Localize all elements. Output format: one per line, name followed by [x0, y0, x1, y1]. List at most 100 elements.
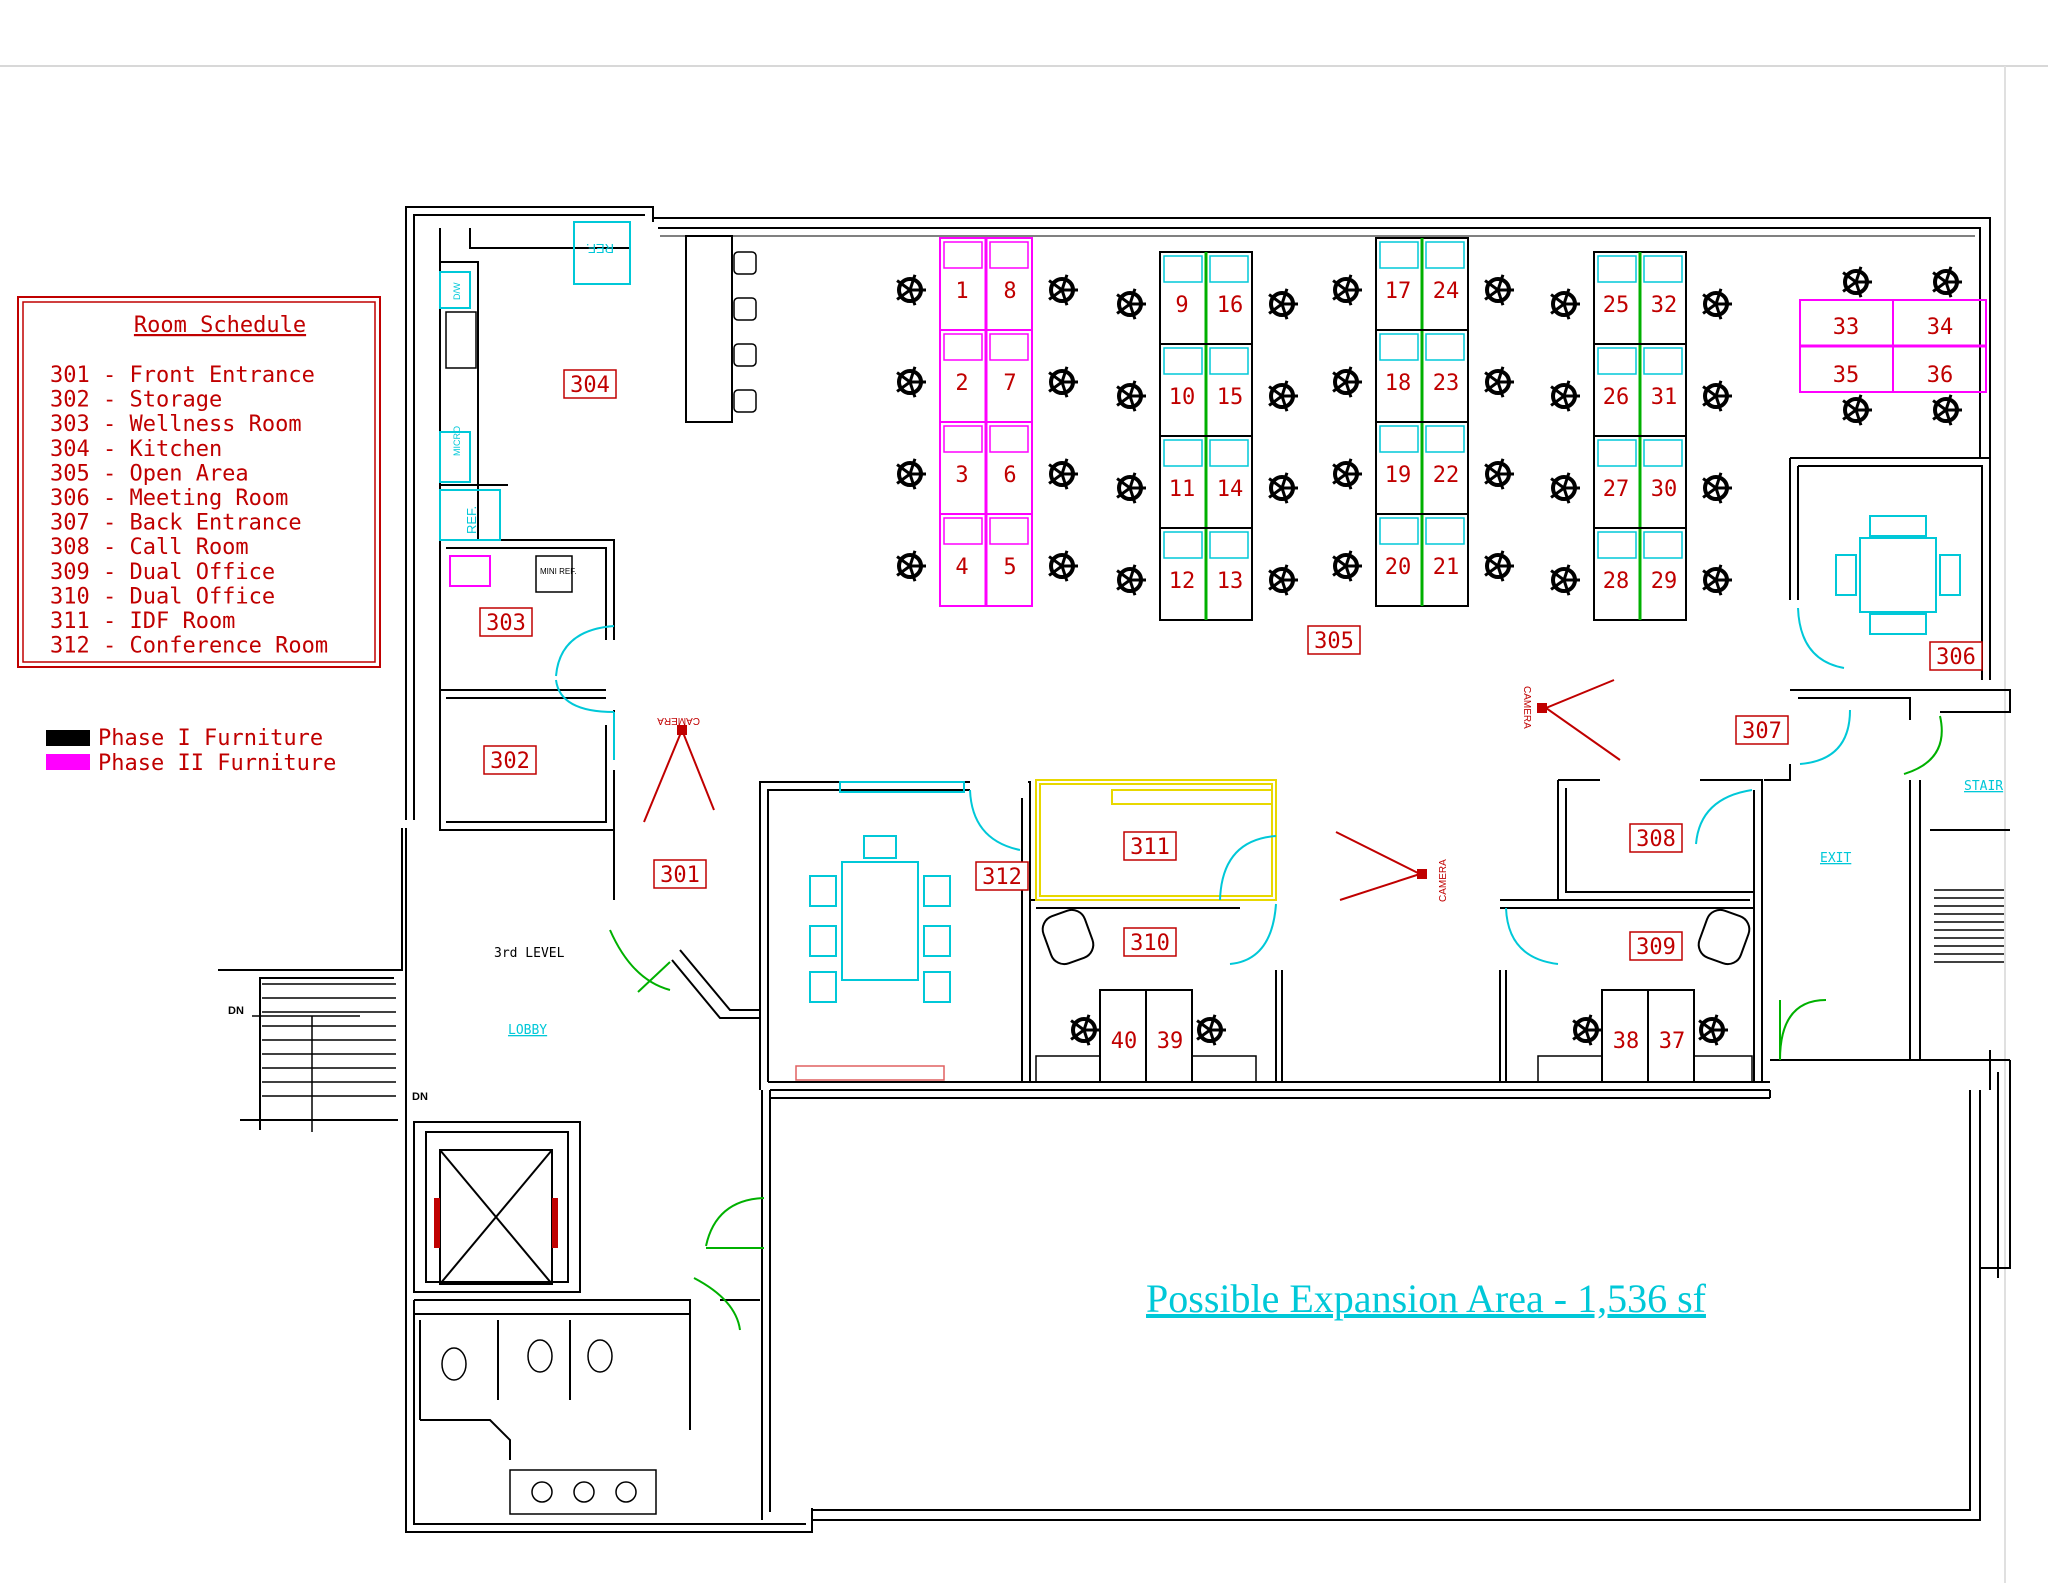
sink-1 [531, 1481, 553, 1503]
room-number: 304 [570, 373, 610, 398]
room-label-301: 301 [653, 859, 707, 889]
expansion-area-label: Possible Expansion Area - 1,536 sf [1146, 1276, 1707, 1321]
room-label-303: 303 [479, 607, 533, 637]
level-label: 3rd LEVEL [494, 946, 565, 961]
toilet-2 [527, 1339, 553, 1373]
camera-label-center: CAMERA [1438, 859, 1449, 902]
task-chair [1484, 274, 1514, 306]
door-307 [1799, 709, 1851, 765]
task-chairs [896, 266, 1962, 1046]
wall-306-south-inner [1798, 697, 1911, 720]
room-number: 305 [1314, 629, 1354, 654]
desk-number: 38 [1613, 1029, 1640, 1054]
wall-south-inner [812, 1090, 1971, 1511]
task-chair [1484, 458, 1514, 490]
desk-number: 17 [1385, 279, 1412, 304]
restroom-fixtures [441, 1339, 657, 1515]
desk-number: 6 [1003, 463, 1016, 488]
wall-stair-west-box [259, 977, 394, 1130]
schedule-border-outer [17, 296, 381, 668]
door-lobby-b [693, 1277, 741, 1331]
task-chair [1702, 288, 1732, 320]
outer-walls [405, 206, 2011, 1533]
room-number: 308 [1636, 827, 1676, 852]
desk-number: 39 [1157, 1029, 1184, 1054]
desk-number: 1 [955, 279, 968, 304]
conf-chair-w1 [809, 875, 837, 907]
task-chair [1268, 472, 1298, 504]
desk-number: 18 [1385, 371, 1412, 396]
room-label-305: 305 [1307, 625, 1361, 655]
task-chair [1048, 274, 1078, 306]
task-chair [1932, 266, 1962, 298]
desk-number: 12 [1169, 569, 1196, 594]
desk-number: 9 [1175, 293, 1188, 318]
task-chair [1070, 1014, 1100, 1046]
room-number: 310 [1130, 931, 1170, 956]
task-chair [1550, 288, 1580, 320]
desk-cluster-phase2 [1799, 299, 1987, 393]
task-chair [1484, 366, 1514, 398]
room-label-309: 309 [1629, 931, 1683, 961]
ref-label-top: REF. [586, 241, 614, 256]
wall-301-angle [671, 959, 760, 1019]
door-310 [1229, 903, 1277, 965]
toilet-3 [587, 1339, 613, 1373]
wall-306-inner [1798, 465, 1983, 680]
vanity [509, 1469, 657, 1515]
room-number: 309 [1636, 935, 1676, 960]
camera-lobby [677, 725, 687, 735]
door-311 [1219, 835, 1277, 901]
task-chair [1116, 564, 1146, 596]
desk-number: 5 [1003, 555, 1016, 580]
task-chair [1484, 550, 1514, 582]
idf-outline-inner [1039, 783, 1273, 897]
camera-cone-center [1335, 831, 1423, 901]
fridge-kitchen-2 [439, 489, 501, 541]
idf-outline [1035, 779, 1277, 901]
meeting-table [1859, 537, 1937, 613]
desk-number: 30 [1651, 477, 1678, 502]
office-desks [1035, 908, 1753, 1083]
wall-west-upper-inner [413, 214, 645, 820]
wall-306 [1790, 457, 1991, 680]
desk-number: 33 [1833, 315, 1860, 340]
desk-cluster [939, 237, 1033, 607]
desk-number: 29 [1651, 569, 1678, 594]
dw-label: D/W [452, 282, 462, 300]
wall-306-south [1790, 689, 2011, 713]
desk-number: 7 [1003, 371, 1016, 396]
dishwasher [439, 271, 471, 309]
desk-cluster [1375, 237, 1469, 607]
task-chair [1842, 394, 1872, 426]
task-chair [1842, 266, 1872, 298]
room-label-308: 308 [1629, 823, 1683, 853]
task-chair [1268, 288, 1298, 320]
desk-number: 21 [1433, 555, 1460, 580]
wall-restroom-north [414, 1299, 691, 1315]
schedule-row: 301 - Front Entrance [50, 363, 315, 388]
task-chair [1332, 274, 1362, 306]
desk-number: 22 [1433, 463, 1460, 488]
stool-1 [733, 251, 757, 275]
door-exit [1779, 999, 1827, 1061]
idf-room-311 [1035, 779, 1277, 901]
elevator-door-left [434, 1198, 440, 1248]
conf-chair-e2 [923, 925, 951, 957]
desk-number: 37 [1659, 1029, 1686, 1054]
desk-number: 40 [1111, 1029, 1138, 1054]
schedule-title: Room Schedule [134, 313, 306, 338]
wall-302-inner [446, 725, 607, 823]
desk-number: 27 [1603, 477, 1630, 502]
desk-number: 3 [955, 463, 968, 488]
kitchen-fixtures [439, 221, 631, 541]
toilet-1 [441, 1347, 467, 1381]
task-chair [1268, 564, 1298, 596]
conf-chair-e3 [923, 971, 951, 1003]
kitchen-island [685, 235, 733, 423]
